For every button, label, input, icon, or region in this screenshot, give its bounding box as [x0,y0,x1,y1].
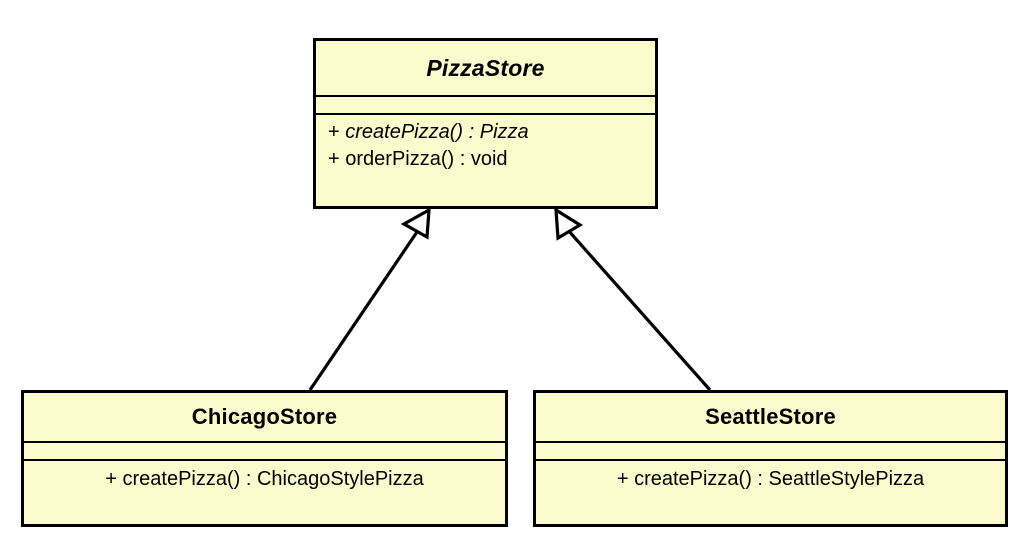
class-name-chicagostore: ChicagoStore [191,404,338,429]
attributes-compartment-pizzastore [316,97,655,113]
visibility-marker: + [616,468,635,490]
uml-class-chicagostore[interactable]: ChicagoStore + createPizza() : ChicagoSt… [21,390,508,527]
compartment-separator [24,441,505,443]
operation-create-pizza: + createPizza() : Pizza [316,119,655,146]
class-name-seattlestore: SeattleStore [705,404,836,429]
operations-compartment-chicagostore: + createPizza() : ChicagoStylePizza [24,461,505,524]
visibility-marker: + [328,148,346,170]
attributes-compartment-chicagostore [24,443,505,459]
class-name-pizzastore: PizzaStore [426,54,545,81]
uml-class-seattlestore[interactable]: SeattleStore + createPizza() : SeattleSt… [533,390,1008,527]
operations-compartment-seattlestore: + createPizza() : SeattleStylePizza [536,461,1005,524]
generalization-seattle-to-pizzastore[interactable] [554,206,712,392]
operation-signature: createPizza() : Pizza [345,121,529,143]
operation-order-pizza: + orderPizza() : void [316,146,655,173]
hollow-triangle-arrowhead [554,206,584,241]
generalization-chicago-to-pizzastore[interactable] [308,207,431,391]
operation-signature: createPizza() : ChicagoStylePizza [122,468,424,490]
operation-create-pizza: + createPizza() : SeattleStylePizza [536,465,1005,493]
hollow-triangle-arrowhead [400,207,431,240]
operation-signature: orderPizza() : void [345,148,508,170]
compartment-separator [316,95,655,97]
generalization-line [565,227,712,392]
operation-signature: createPizza() : SeattleStylePizza [634,468,925,490]
compartment-separator [24,459,505,461]
visibility-marker: + [105,468,123,490]
compartment-separator [536,441,1005,443]
generalization-line [308,228,421,391]
operations-compartment-pizzastore: + createPizza() : Pizza + orderPizza() :… [316,115,655,206]
operation-create-pizza: + createPizza() : ChicagoStylePizza [24,465,505,493]
uml-class-pizzastore[interactable]: PizzaStore + createPizza() : Pizza + ord… [313,38,658,209]
visibility-marker: + [328,121,346,143]
compartment-separator [536,459,1005,461]
attributes-compartment-seattlestore [536,443,1005,459]
compartment-separator [316,113,655,115]
